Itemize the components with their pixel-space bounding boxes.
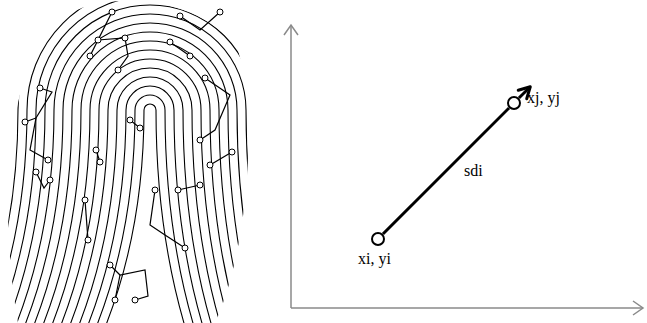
minutiae-links [25, 12, 232, 300]
vector-line [383, 108, 509, 234]
point-label: xi, yi [358, 250, 391, 268]
endpoint-circle: xi, yi [371, 232, 385, 246]
minutiae-points [22, 9, 235, 303]
plot-axes [284, 25, 643, 315]
endpoint-circle: xj, yj [507, 96, 521, 110]
vector-arrow [383, 87, 530, 234]
point-label: xj, yj [527, 89, 560, 107]
vector-label: sdi [462, 162, 485, 180]
fingerprint-ridges [0, 0, 321, 323]
